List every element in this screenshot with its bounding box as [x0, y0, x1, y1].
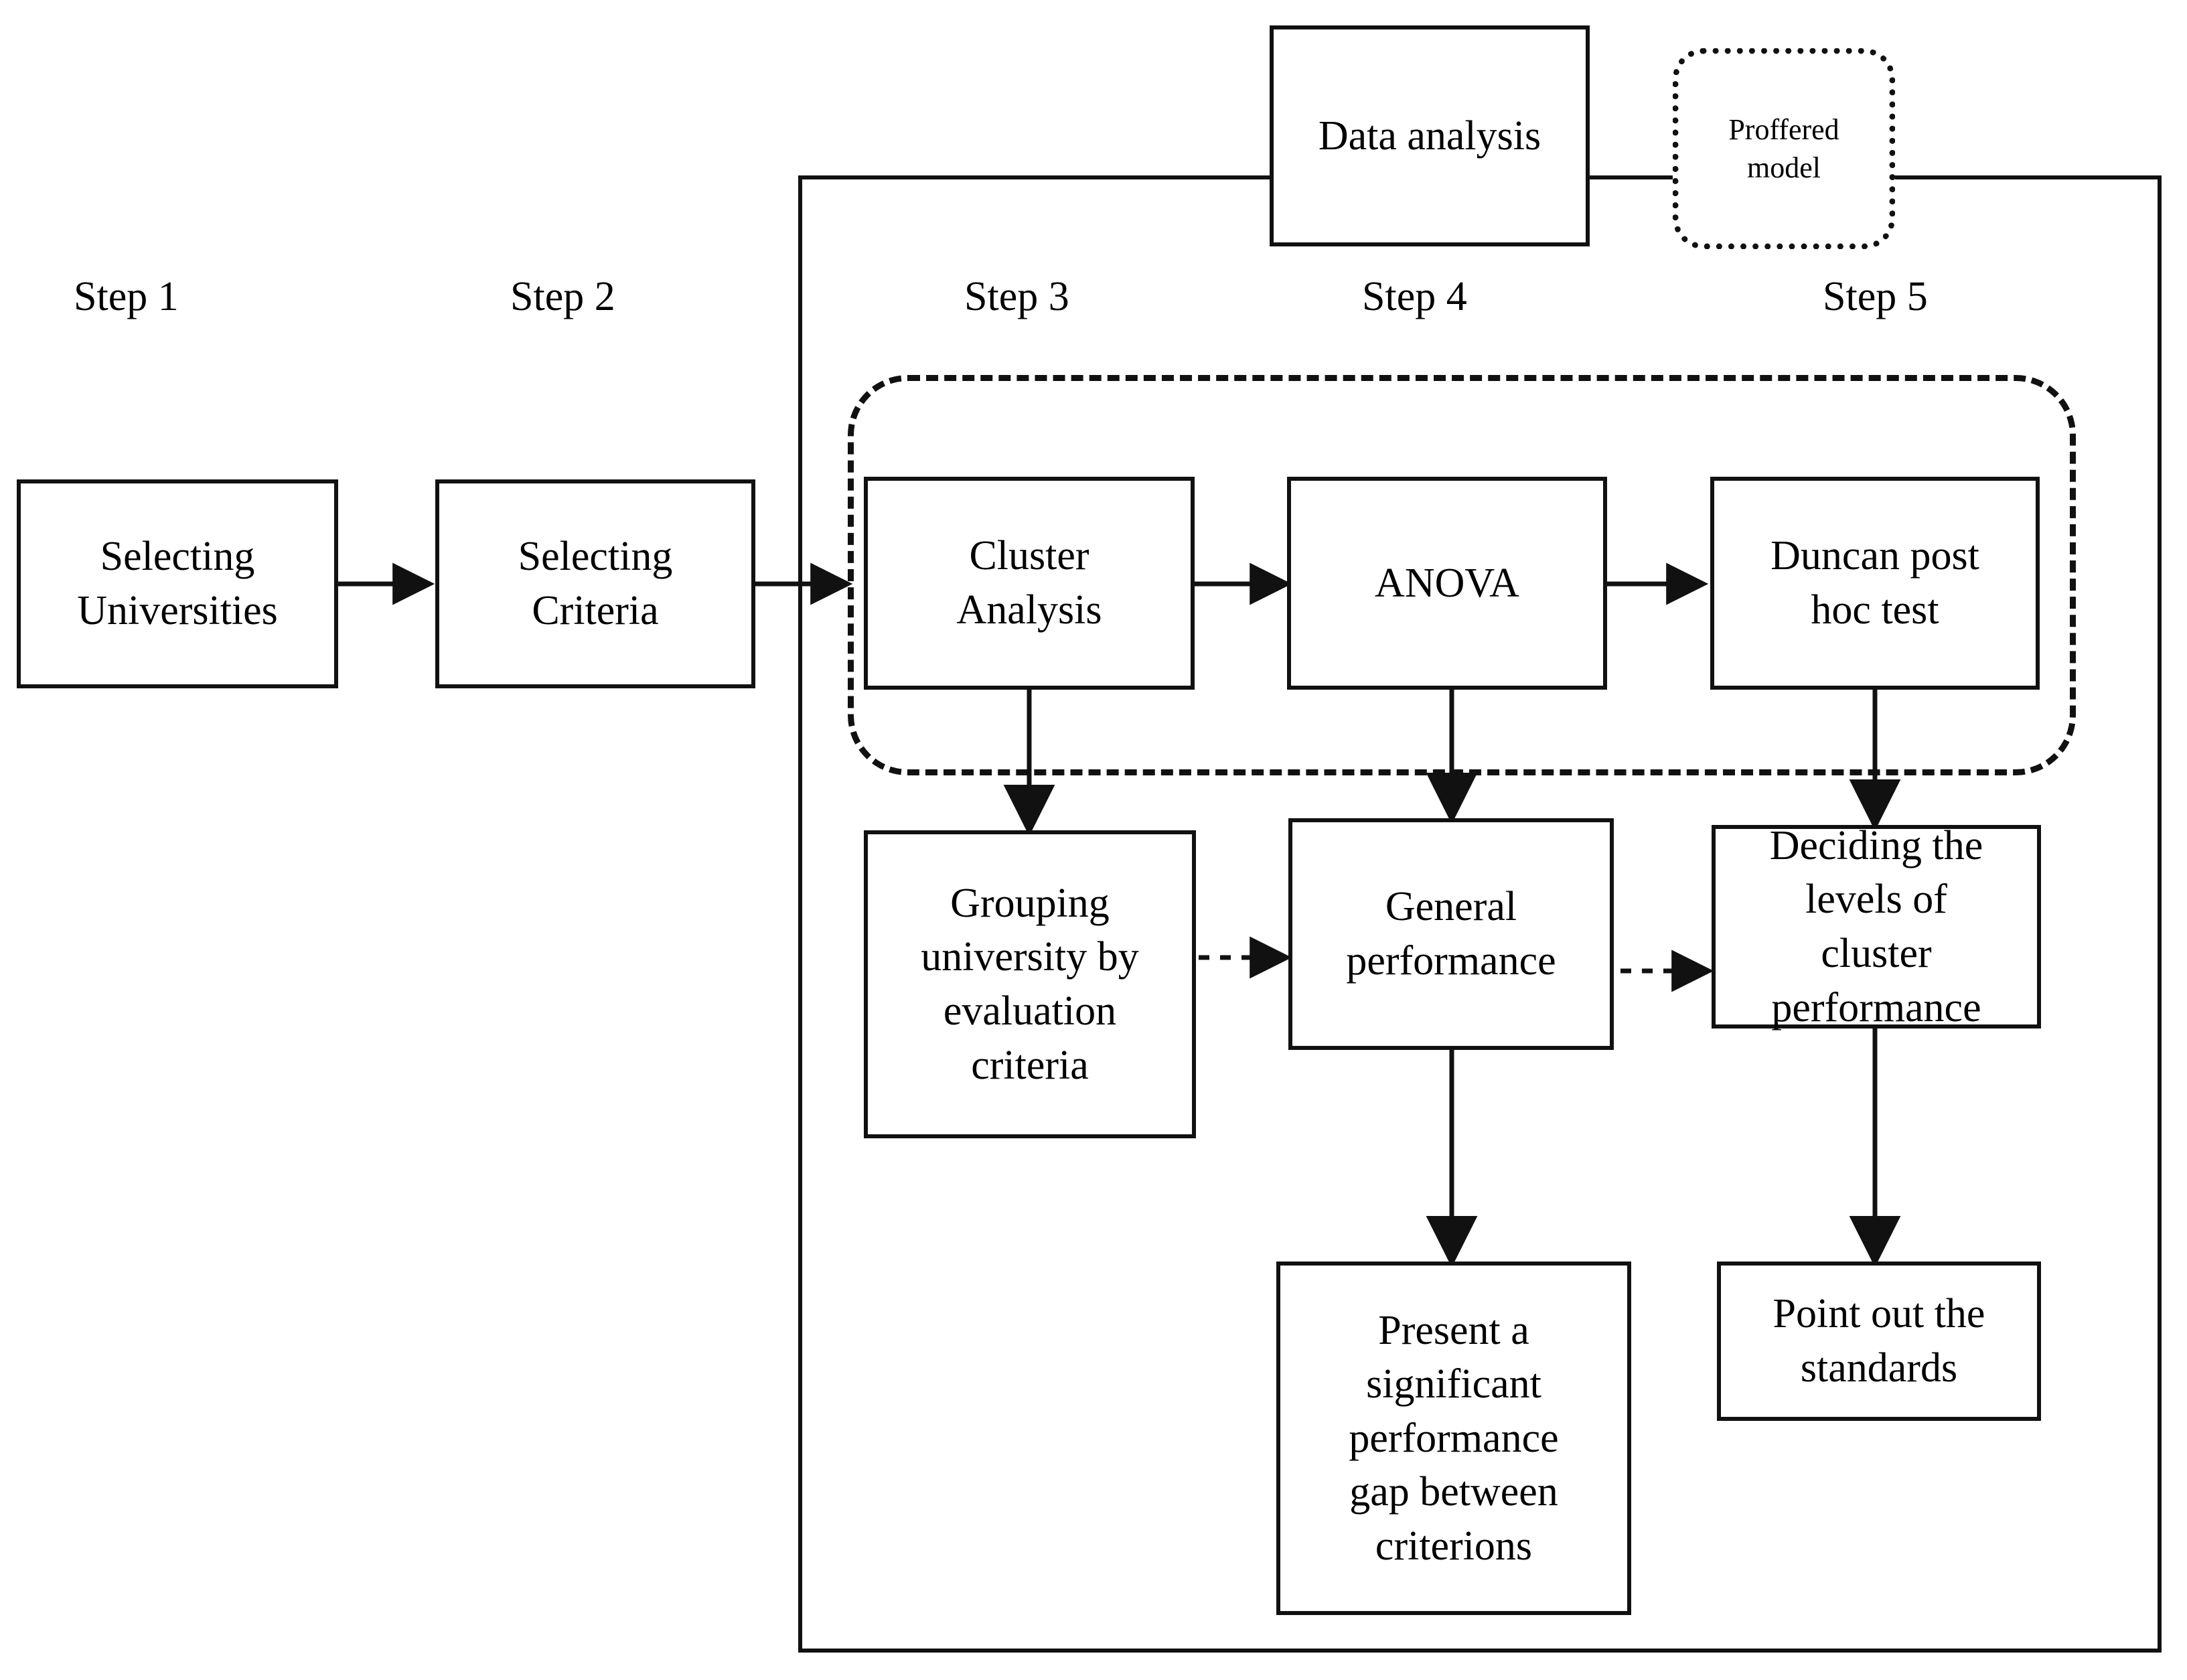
node-label: Proffered model [1728, 112, 1839, 184]
step-label-3: Step 3 [964, 274, 1069, 319]
step-label-5: Step 5 [1823, 274, 1928, 319]
node-label: Selecting Criteria [518, 534, 673, 633]
node-general-performance[interactable]: General performance [1288, 818, 1614, 1050]
node-selecting-criteria[interactable]: Selecting Criteria [435, 479, 755, 688]
node-label: Cluster Analysis [956, 533, 1102, 633]
node-anova[interactable]: ANOVA [1287, 477, 1607, 690]
node-label: Duncan post hoc test [1770, 533, 1979, 633]
node-selecting-universities[interactable]: Selecting Universities [17, 479, 338, 688]
node-label: Data analysis [1318, 112, 1541, 159]
node-deciding-levels[interactable]: Deciding the levels of cluster performan… [1712, 823, 2041, 1030]
node-label: Grouping university by evaluation criter… [921, 880, 1139, 1088]
node-data-analysis[interactable]: Data analysis [1270, 25, 1590, 246]
node-label: Present a significant performance gap be… [1349, 1307, 1559, 1569]
node-label: Deciding the levels of cluster performan… [1769, 822, 1983, 1030]
node-label: ANOVA [1375, 560, 1519, 606]
node-cluster-analysis[interactable]: Cluster Analysis [864, 477, 1195, 690]
step-label-1: Step 1 [74, 274, 179, 319]
node-label: General performance [1346, 884, 1556, 984]
step-label-4: Step 4 [1362, 274, 1467, 319]
node-present-performance-gap[interactable]: Present a significant performance gap be… [1276, 1262, 1631, 1615]
node-label: Point out the standards [1773, 1291, 1985, 1391]
node-proffered-model[interactable]: Proffered model [1673, 48, 1895, 249]
node-duncan-post-hoc-test[interactable]: Duncan post hoc test [1710, 477, 2040, 690]
node-point-out-standards[interactable]: Point out the standards [1717, 1262, 2041, 1421]
node-label: Selecting Universities [77, 534, 278, 633]
node-grouping-university[interactable]: Grouping university by evaluation criter… [864, 830, 1196, 1138]
step-label-2: Step 2 [510, 274, 615, 319]
